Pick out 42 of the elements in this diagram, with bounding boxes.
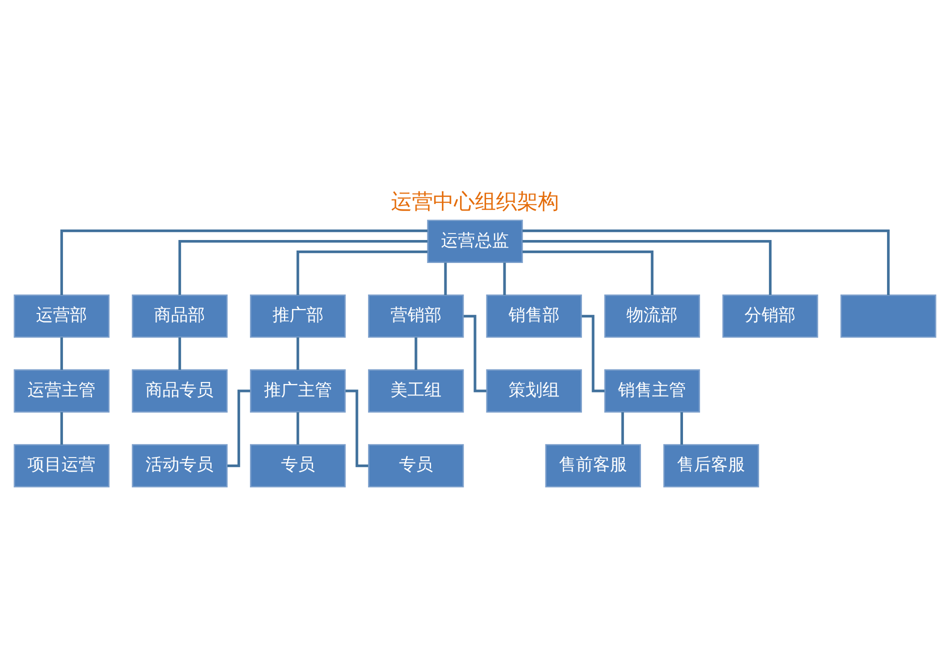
connector xyxy=(582,314,604,392)
connector xyxy=(296,412,300,444)
connector xyxy=(60,412,63,444)
node-box: 售前客服 xyxy=(545,444,641,487)
node-box: 项目运营 xyxy=(14,444,110,487)
node-box: 商品部 xyxy=(132,294,228,338)
node-box: 运营部 xyxy=(14,294,110,338)
node-box: 营销部 xyxy=(368,294,464,338)
node-box: 专员 xyxy=(368,444,464,487)
connector xyxy=(680,412,683,444)
node-box: 分销部 xyxy=(722,294,818,338)
connector xyxy=(414,336,418,370)
node-box: 推广部 xyxy=(250,294,346,338)
connector xyxy=(522,250,654,295)
node-box xyxy=(840,294,936,338)
connector xyxy=(444,262,447,295)
connector xyxy=(346,389,368,467)
connector xyxy=(60,229,428,295)
connector xyxy=(60,336,63,370)
node-box: 销售主管 xyxy=(604,368,700,412)
connector xyxy=(522,229,890,295)
connector xyxy=(503,262,506,295)
node-box: 运营主管 xyxy=(14,368,110,412)
connector xyxy=(178,336,182,370)
connector xyxy=(522,240,772,294)
node-box: 销售部 xyxy=(486,294,582,338)
diagram-title: 运营中心组织架构 xyxy=(391,188,559,213)
node-box: 美工组 xyxy=(368,368,464,412)
node-box: 物流部 xyxy=(604,294,700,338)
node-box: 运营总监 xyxy=(427,219,523,263)
connector xyxy=(621,412,624,444)
node-box: 策划组 xyxy=(486,368,582,412)
node-box: 推广主管 xyxy=(250,368,346,412)
connector xyxy=(227,389,250,467)
connector xyxy=(178,240,428,294)
node-box: 商品专员 xyxy=(132,368,228,412)
connector xyxy=(464,314,486,392)
connector xyxy=(296,250,428,295)
node-box: 活动专员 xyxy=(132,444,228,487)
node-box: 售后客服 xyxy=(663,444,760,487)
node-box: 专员 xyxy=(250,444,346,487)
connector xyxy=(296,336,300,370)
